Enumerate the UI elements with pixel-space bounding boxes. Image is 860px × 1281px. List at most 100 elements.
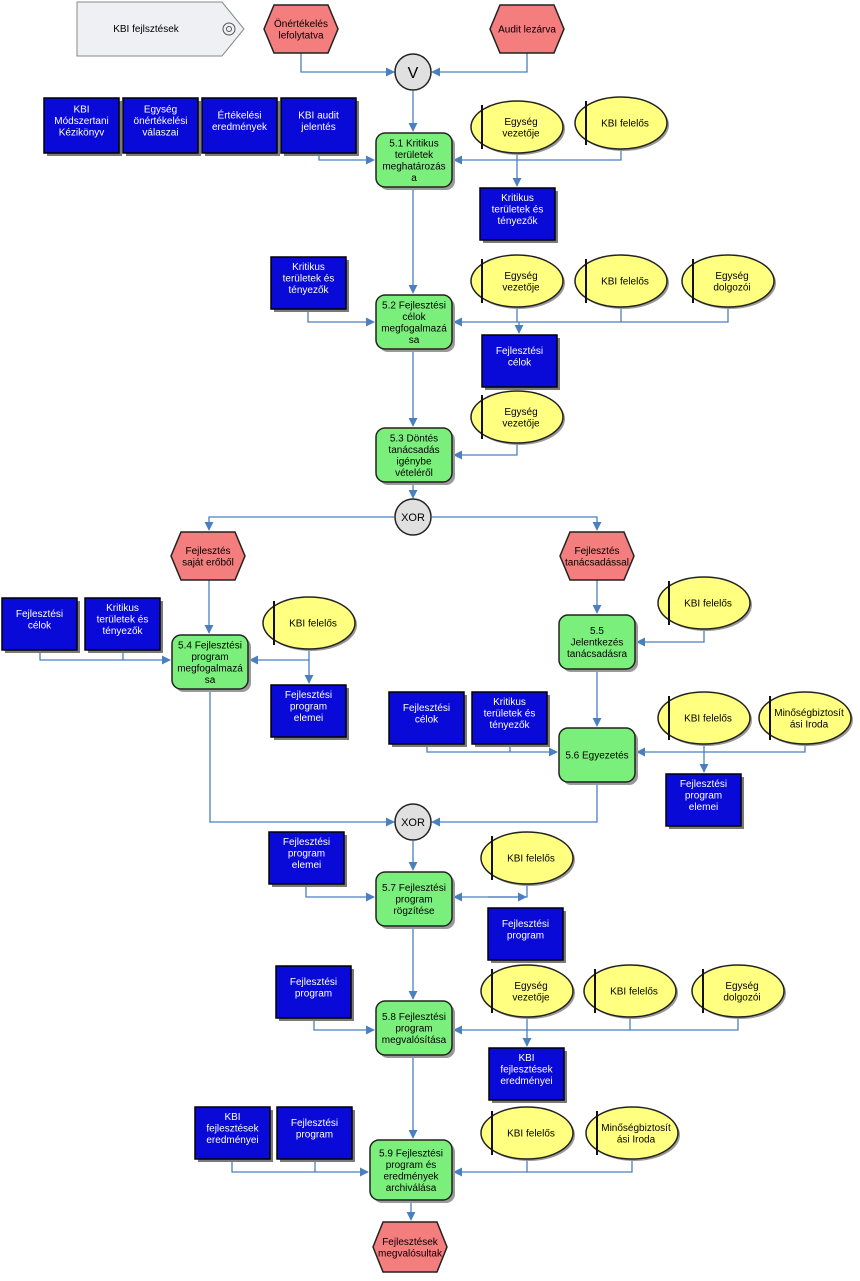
document-shape (388, 691, 465, 745)
document-d_eredmenyei_in9-line-1: KBI (224, 1112, 240, 1123)
flow-arrow (204, 516, 394, 531)
role-r_kbi6[interactable]: KBI felelős (657, 691, 752, 746)
role-r_kbi7[interactable]: KBI felelős (480, 831, 575, 886)
event-audit_lezarva[interactable]: Audit lezárva (489, 4, 565, 54)
flow-arrow (453, 1017, 528, 1035)
function-f52-line-3: megfogalmazá (381, 323, 447, 334)
function-f54-line-2: program (191, 652, 228, 663)
role-r_dolg2-line-1: Egység (715, 271, 748, 282)
role-r_kbi1[interactable]: KBI felelős (574, 96, 669, 151)
role-r_dolg2-line-2: dolgozói (713, 282, 750, 293)
function-shape (375, 871, 453, 927)
document-d_eredmenyei_out8-line-3: eredményei (500, 1076, 552, 1087)
document-shape (275, 965, 352, 1019)
connector-xor2[interactable]: XOR (394, 803, 432, 841)
connector-and[interactable]: V (394, 53, 432, 91)
role-shape (480, 964, 574, 1018)
function-f57-line-2: program (395, 895, 432, 906)
flow-arrow (231, 1159, 369, 1177)
event-megvalosultak-line-1: Fejlesztések (382, 1237, 439, 1248)
role-shape (470, 100, 564, 154)
event-shape (372, 1221, 448, 1273)
document-shape (488, 1047, 565, 1101)
connector-xor1[interactable]: XOR (394, 498, 432, 536)
document-d_krit_out1-line-3: tényezők (497, 216, 538, 227)
role-r_kbi5[interactable]: KBI felelős (657, 576, 752, 631)
role-r_vez2-line-2: vezetője (502, 282, 540, 293)
flow-arrow (527, 1159, 633, 1173)
document-d_krit_in4-line-3: tényezők (102, 626, 143, 637)
document-d_elemei_out4-line-2: program (290, 702, 327, 713)
role-r_kbi4[interactable]: KBI felelős (262, 596, 357, 651)
function-f53-line-4: vételéről (395, 468, 433, 479)
function-f53-line-2: tanácsadás (388, 445, 439, 456)
flow-arrow (453, 307, 518, 327)
function-f54-line-1: 5.4 Fejlesztési (178, 640, 242, 651)
role-r_kbi9[interactable]: KBI felelős (480, 1106, 575, 1161)
document-d_program_in8-line-1: Fejlesztési (290, 977, 337, 988)
role-r_kbi8[interactable]: KBI felelős (583, 964, 678, 1019)
role-r_kbi1-line-1: KBI felelős (601, 119, 649, 130)
document-shape (1, 597, 78, 651)
function-f59-line-4: archiválása (386, 1183, 437, 1194)
function-f53-line-1: 5.3 Döntés (390, 433, 438, 444)
document-d_program_in8-line-2: program (295, 988, 332, 999)
document-shape (471, 691, 548, 745)
process-link-icon-inner (226, 26, 232, 32)
flow-arrow (453, 1159, 528, 1177)
role-shape (681, 254, 775, 308)
document-d_krit_in4-line-2: területek és (97, 615, 149, 626)
process-interface-kbi-fejlesztesek[interactable]: KBI fejlsztések (76, 1, 245, 57)
process-interface-label: KBI fejlsztések (113, 24, 180, 35)
function-f56[interactable]: 5.6 Egyezetés (558, 727, 638, 785)
function-shape (375, 132, 453, 188)
role-r_vez8-line-1: Egység (514, 981, 547, 992)
role-shape (758, 691, 852, 745)
process-link-icon (222, 22, 236, 36)
role-r_vez1-line-1: Egység (504, 117, 537, 128)
function-f55-line-2: Jelentkezés (571, 638, 624, 649)
document-shape (270, 684, 347, 738)
role-r_kbi2[interactable]: KBI felelős (574, 254, 669, 309)
